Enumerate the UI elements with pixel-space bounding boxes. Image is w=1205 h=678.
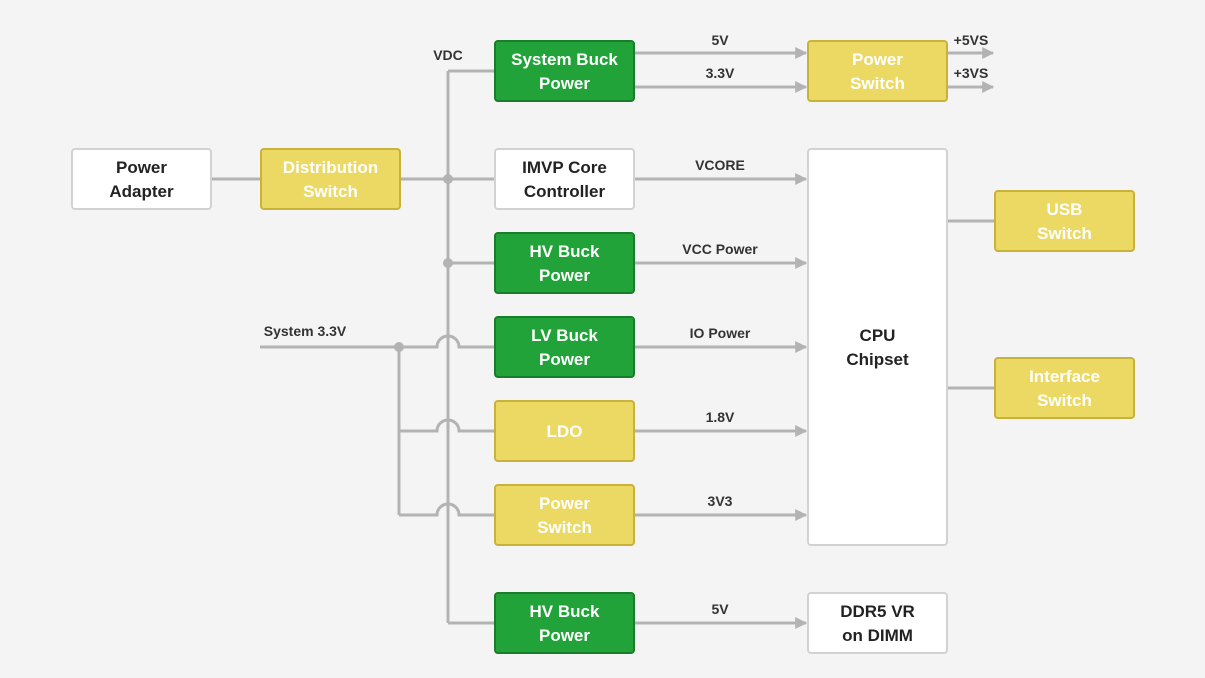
power-adapter-label-line-1: Power: [116, 158, 167, 177]
cpu-rect: [807, 148, 948, 546]
power-switch-top-label-line-2: Switch: [850, 74, 905, 93]
junction-dot-hv: [443, 258, 453, 268]
signal-labels: VDC System 3.3V 5V 3.3V +5VS +3VS VCORE …: [264, 32, 989, 617]
label-vcc-power: VCC Power: [682, 241, 758, 257]
distribution-switch-label-line-2: Switch: [303, 182, 358, 201]
power-adapter-rect: [71, 148, 212, 210]
connection-wires: [211, 47, 995, 629]
power-switch-mid-rect: [494, 484, 635, 546]
power-switch-top-rect: [807, 40, 948, 102]
label-sysbuck-5v: 5V: [711, 32, 729, 48]
imvp-label-line-2: Controller: [524, 182, 606, 201]
junction-dot-3v3: [394, 342, 404, 352]
wire-3v3-to-ldo: [399, 418, 495, 433]
power-switch-mid-label-line-1: Power: [539, 494, 590, 513]
cpu-label-line-1: CPU: [860, 326, 896, 345]
cpu-label-line-2: Chipset: [846, 350, 909, 369]
usb-switch-label-line-2: Switch: [1037, 224, 1092, 243]
ddr5-vr-on-dimm-block: DDR5 VR on DIMM: [807, 592, 948, 654]
ldo-label-line-1: LDO: [547, 422, 583, 441]
hv-buck-1-label-line-2: Power: [539, 266, 590, 285]
wire-3v3-to-power-switch: [399, 502, 495, 517]
hv-buck-1-label-line-1: HV Buck: [530, 242, 600, 261]
hv-buck-1-rect: [494, 232, 635, 294]
label-3v3: 3V3: [708, 493, 733, 509]
power-switch-top-label-line-1: Power: [852, 50, 903, 69]
label-vdc: VDC: [433, 47, 463, 63]
ddr5-label-line-1: DDR5 VR: [840, 602, 915, 621]
usb-switch-block: USB Switch: [994, 190, 1135, 252]
power-adapter-label-line-2: Adapter: [109, 182, 174, 201]
distribution-switch-rect: [260, 148, 401, 210]
label-vcore: VCORE: [695, 157, 745, 173]
hv-buck-2-label-line-1: HV Buck: [530, 602, 600, 621]
distribution-switch-label-line-1: Distribution: [283, 158, 378, 177]
system-buck-rect: [494, 40, 635, 102]
system-buck-label-line-2: Power: [539, 74, 590, 93]
interface-switch-label-line-1: Interface: [1029, 367, 1100, 386]
ddr5-rect: [807, 592, 948, 654]
label-io-power: IO Power: [690, 325, 751, 341]
label-sysbuck-3v3: 3.3V: [706, 65, 735, 81]
cpu-chipset-block: CPU Chipset: [807, 148, 948, 546]
usb-switch-rect: [994, 190, 1135, 252]
system-3v3-rail: [260, 334, 495, 349]
lv-buck-rect: [494, 316, 635, 378]
label-system-3v3: System 3.3V: [264, 323, 347, 339]
usb-switch-label-line-1: USB: [1047, 200, 1083, 219]
label-out-3vs: +3VS: [954, 65, 989, 81]
interface-switch-label-line-2: Switch: [1037, 391, 1092, 410]
label-1v8: 1.8V: [706, 409, 735, 425]
lv-buck-label-line-2: Power: [539, 350, 590, 369]
interface-switch-rect: [994, 357, 1135, 419]
label-out-5vs: +5VS: [954, 32, 989, 48]
imvp-label-line-1: IMVP Core: [522, 158, 607, 177]
system-buck-label-line-1: System Buck: [511, 50, 618, 69]
imvp-rect: [494, 148, 635, 210]
label-hv2-5v: 5V: [711, 601, 729, 617]
power-switch-mid-label-line-2: Switch: [537, 518, 592, 537]
ldo-rect: [494, 400, 635, 462]
ddr5-label-line-2: on DIMM: [842, 626, 913, 645]
junction-dot-vdc: [443, 174, 453, 184]
hv-buck-2-label-line-2: Power: [539, 626, 590, 645]
ldo-block: LDO: [494, 400, 635, 462]
hv-buck-2-rect: [494, 592, 635, 654]
lv-buck-label-line-1: LV Buck: [531, 326, 598, 345]
